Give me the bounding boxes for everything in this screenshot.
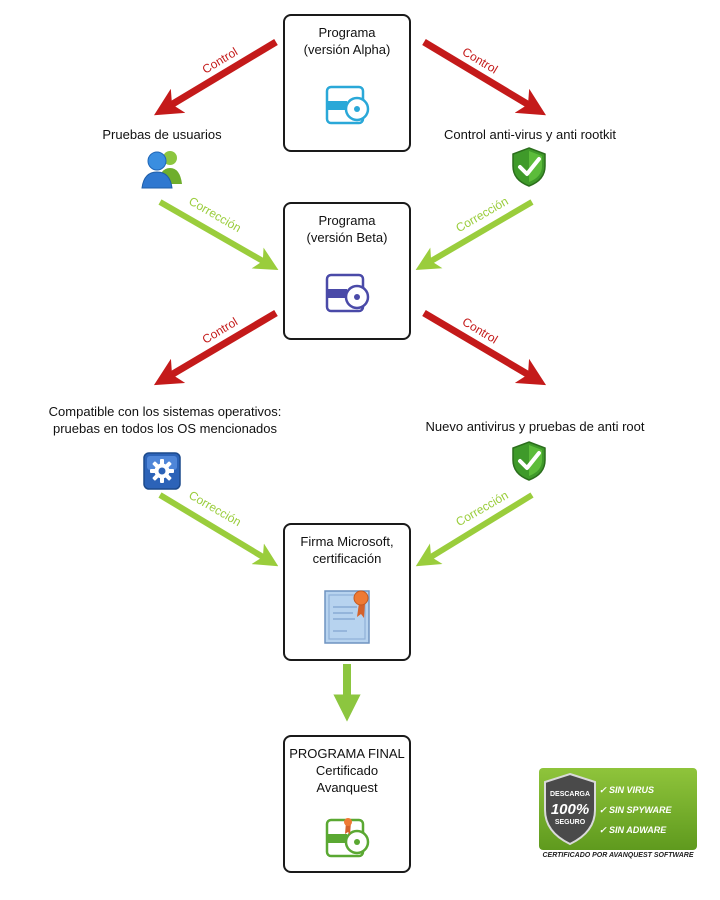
edge-label-correction: Corrección — [186, 488, 243, 529]
badge-seal-bottom: SEGURO — [555, 819, 586, 826]
node-firma: Firma Microsoft, certificación — [283, 523, 411, 661]
label-nuevo-antivirus: Nuevo antivirus y pruebas de anti root — [425, 419, 645, 434]
badge-item-label: SIN SPYWARE — [609, 805, 672, 815]
badge-item: ✓ SIN ADWARE — [599, 825, 667, 835]
control-arrow-beta-antivirus — [422, 309, 547, 386]
correction-arrow-os-firma — [158, 492, 279, 567]
control-arrow-beta-os — [153, 309, 278, 386]
control-arrow-alpha-antivirus — [422, 38, 547, 116]
node-beta: Programa (versión Beta) — [283, 202, 411, 340]
edge-label-correction: Corrección — [186, 194, 243, 235]
software-box-icon — [325, 85, 370, 125]
control-arrow-alpha-users — [153, 38, 278, 116]
software-box-icon — [325, 273, 370, 313]
badge-seal-top: DESCARGA — [550, 791, 590, 798]
node-beta-title: Programa (versión Beta) — [306, 213, 388, 245]
shield-check-icon — [512, 147, 546, 187]
badge-footer: CERTIFICADO POR AVANQUEST SOFTWARE — [542, 852, 694, 859]
label-pruebas-usuarios: Pruebas de usuarios — [102, 127, 222, 142]
node-alpha: Programa (versión Alpha) — [283, 14, 411, 152]
label-antivirus-rootkit: Control anti-virus y anti rootkit — [444, 127, 616, 142]
label-compatible-os: Compatible con los sistemas operativos: … — [48, 404, 282, 436]
node-firma-title: Firma Microsoft, certificación — [300, 534, 394, 566]
badge-item: ✓ SIN VIRUS — [599, 785, 655, 795]
correction-arrow-antivirus-beta — [415, 199, 534, 271]
node-final: PROGRAMA FINAL Certificado Avanquest — [283, 735, 411, 873]
avanquest-safe-download-badge: DESCARGA 100% SEGURO ✓ SIN VIRUS ✓ SIN S… — [539, 768, 697, 863]
shield-check-icon — [512, 441, 546, 481]
certificate-icon — [324, 590, 370, 644]
gear-icon — [143, 452, 181, 490]
node-alpha-title: Programa (versión Alpha) — [303, 25, 391, 57]
badge-seal-mid: 100% — [551, 801, 589, 818]
badge-item-label: SIN VIRUS — [609, 785, 655, 795]
users-icon — [141, 151, 182, 189]
badge-item: ✓ SIN SPYWARE — [599, 805, 672, 815]
certified-software-icon — [325, 818, 370, 858]
badge-item-label: SIN ADWARE — [609, 825, 667, 835]
badge-seal: DESCARGA 100% SEGURO — [544, 772, 596, 846]
correction-arrow-users-beta — [158, 199, 279, 270]
correction-arrow-antivirus-firma — [415, 492, 534, 567]
node-final-title: PROGRAMA FINAL Certificado Avanquest — [289, 746, 405, 795]
